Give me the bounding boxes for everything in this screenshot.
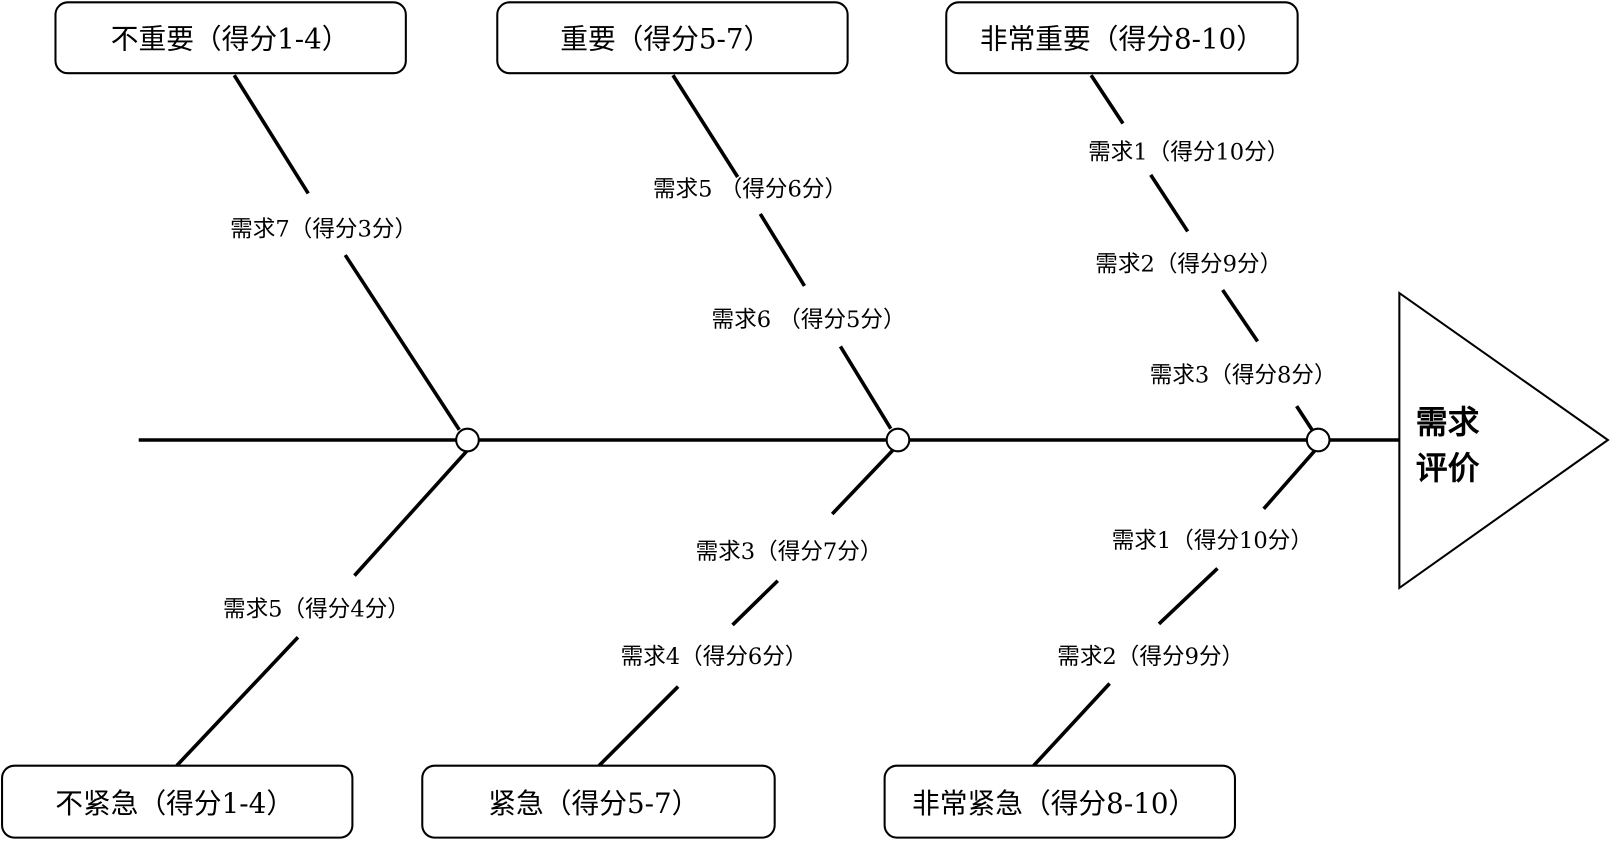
junction-node (455, 427, 480, 453)
svg-text:非常重要（得分8-10）: 非常重要（得分8-10） (980, 23, 1264, 56)
bone-very-urgent (1032, 449, 1317, 767)
bone-urgent (597, 449, 895, 767)
item-label: 需求5（得分4分） (223, 597, 410, 623)
head-text-1: 需求 (1416, 403, 1480, 441)
svg-text:紧急（得分5-7）: 紧急（得分5-7） (488, 787, 699, 820)
category-box-very-urgent: 非常紧急（得分8-10） (883, 764, 1236, 839)
svg-text:不紧急（得分1-4）: 不紧急（得分1-4） (55, 787, 294, 820)
svg-text:重要（得分5-7）: 重要（得分5-7） (560, 23, 771, 56)
item-label: 需求1（得分10分） (1112, 528, 1313, 554)
bone-not-urgent (175, 449, 469, 767)
bone-very-important (1089, 74, 1314, 431)
bone-not-important (232, 74, 461, 431)
item-label: 需求6 （得分5分） (712, 307, 906, 333)
category-box-not-urgent: 不紧急（得分1-4） (1, 764, 354, 839)
item-label: 需求1（得分10分） (1088, 140, 1289, 166)
item-label: 需求2（得分9分） (1095, 251, 1282, 277)
item-label: 需求2（得分9分） (1057, 644, 1244, 670)
head-text-2: 评价 (1416, 449, 1480, 487)
item-label: 需求4（得分6分） (621, 644, 808, 670)
item-label: 需求7（得分3分） (230, 217, 417, 243)
category-box-important: 重要（得分5-7） (496, 1, 849, 75)
junction-node (885, 427, 911, 453)
item-label: 需求3（得分7分） (696, 539, 883, 565)
junction-node (1305, 427, 1331, 453)
item-label: 需求5 （得分6分） (653, 176, 847, 202)
bone-important (671, 74, 893, 430)
head-triangle (1398, 291, 1610, 590)
category-box-very-important: 非常重要（得分8-10） (945, 1, 1299, 75)
svg-text:非常紧急（得分8-10）: 非常紧急（得分8-10） (912, 787, 1196, 820)
svg-text:不重要（得分1-4）: 不重要（得分1-4） (111, 23, 350, 56)
item-label: 需求3（得分8分） (1150, 362, 1337, 388)
category-box-not-important: 不重要（得分1-4） (54, 1, 407, 75)
category-box-urgent: 紧急（得分5-7） (421, 764, 776, 839)
